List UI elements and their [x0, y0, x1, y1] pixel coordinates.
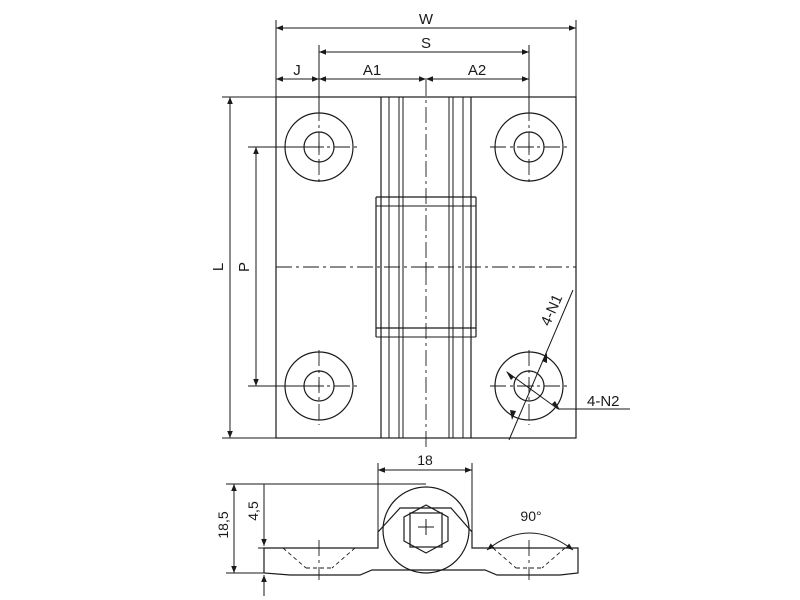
dimension-4-5: 4,5 [245, 484, 267, 596]
dimension-4-5-label: 4,5 [245, 501, 261, 521]
dimension-a1-label: A1 [363, 62, 381, 79]
callout-4-n2: 4-N2 [506, 371, 630, 410]
hex-socket [403, 504, 449, 554]
dimension-p: P [236, 146, 319, 387]
pin-center-mark [418, 519, 434, 535]
mounting-hole-top-right [490, 105, 568, 183]
countersink-hidden-right [492, 540, 566, 580]
dimension-angle-90-label: 90° [520, 508, 541, 524]
side-view: 18 18,5 4,5 90° [215, 452, 579, 596]
dimension-j-label: J [293, 62, 301, 79]
knuckle-circle [382, 486, 470, 574]
dimension-p-label: P [236, 262, 253, 272]
dimension-18: 18 [377, 452, 473, 532]
dimension-18-5: 18,5 [215, 483, 426, 574]
dimension-angle-90: 90° [486, 508, 574, 551]
dimension-18-label: 18 [417, 452, 433, 468]
dimension-j-a1-a2: J A1 A2 [276, 62, 529, 82]
dimension-18-5-label: 18,5 [215, 511, 231, 538]
dimension-l: L [210, 96, 276, 439]
hinge-knuckle [375, 97, 477, 438]
dimension-w: W [275, 11, 577, 97]
countersink-hidden-left [282, 540, 356, 580]
mounting-hole-top-left [280, 105, 358, 183]
dimension-a2-label: A2 [468, 62, 486, 79]
dimension-w-label: W [419, 11, 434, 28]
mounting-hole-bottom-left [280, 350, 358, 425]
dimension-s-label: S [421, 35, 431, 52]
dimension-l-label: L [210, 263, 227, 271]
pin-head-square [409, 512, 443, 548]
top-view: W S J A1 A2 L P [210, 11, 630, 448]
center-cross-mark [421, 262, 431, 272]
mounting-hole-bottom-right [490, 350, 568, 425]
side-view-body [263, 507, 579, 576]
dimension-s: S [318, 35, 530, 113]
callout-4-n2-label: 4-N2 [587, 393, 620, 410]
callout-4-n1-label: 4-N1 [538, 292, 567, 329]
